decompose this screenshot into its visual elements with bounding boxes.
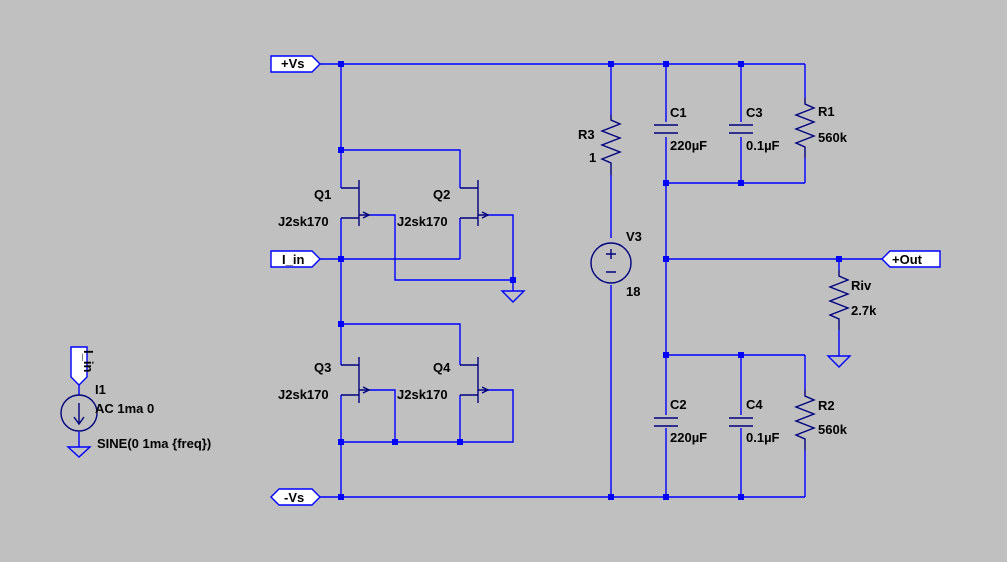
c1-name: C1 xyxy=(670,105,687,120)
q2-name: Q2 xyxy=(433,187,450,202)
q3-value: J2sk170 xyxy=(278,387,329,402)
v3-name: V3 xyxy=(626,229,642,244)
port-out[interactable]: +Out xyxy=(881,250,941,268)
r1-name: R1 xyxy=(818,104,835,119)
capacitor-c2[interactable]: C2 220µF xyxy=(654,397,707,445)
port-iin-src-label: I_in xyxy=(81,350,96,372)
q1-value: J2sk170 xyxy=(278,214,329,229)
c2-value: 220µF xyxy=(670,430,707,445)
ground-symbol-riv xyxy=(826,352,852,368)
jfet-q4[interactable]: Q4 J2sk170 xyxy=(397,357,490,403)
r1-value: 560k xyxy=(818,130,848,145)
q3-name: Q3 xyxy=(314,360,331,375)
r3-value: 1 xyxy=(589,150,596,165)
c4-value: 0.1µF xyxy=(746,430,780,445)
resistor-r3[interactable]: R3 1 xyxy=(578,115,622,175)
jfet-q2[interactable]: Q2 J2sk170 xyxy=(397,180,490,229)
port-vs-neg-label: -Vs xyxy=(284,490,304,505)
i1-name: I1 xyxy=(95,382,106,397)
port-vs-pos[interactable]: +Vs xyxy=(270,55,321,73)
wires xyxy=(78,63,882,498)
i1-value2: SINE(0 1ma {freq}) xyxy=(97,436,211,451)
q4-name: Q4 xyxy=(433,360,451,375)
r3-name: R3 xyxy=(578,127,595,142)
resistor-r1[interactable]: R1 560k xyxy=(794,98,848,158)
q1-name: Q1 xyxy=(314,187,331,202)
q4-value: J2sk170 xyxy=(397,387,448,402)
junctions xyxy=(338,61,842,500)
port-vs-neg[interactable]: -Vs xyxy=(270,488,321,506)
resistor-riv[interactable]: Riv 2.7k xyxy=(828,270,877,330)
i1-value: AC 1ma 0 xyxy=(95,401,154,416)
r2-value: 560k xyxy=(818,422,848,437)
port-vs-pos-label: +Vs xyxy=(281,56,305,71)
voltage-source-v3[interactable]: V3 18 xyxy=(590,229,642,299)
c3-name: C3 xyxy=(746,105,763,120)
c1-value: 220µF xyxy=(670,138,707,153)
resistor-r2[interactable]: R2 560k xyxy=(794,390,848,450)
c2-name: C2 xyxy=(670,397,687,412)
capacitor-c4[interactable]: C4 0.1µF xyxy=(729,397,780,445)
ground-symbol-i1 xyxy=(66,446,92,458)
riv-name: Riv xyxy=(851,278,872,293)
port-iin-src[interactable]: I_in xyxy=(70,346,96,386)
jfet-q1[interactable]: Q1 J2sk170 xyxy=(278,180,371,229)
port-iin[interactable]: I_in xyxy=(270,250,321,268)
c3-value: 0.1µF xyxy=(746,138,780,153)
v3-value: 18 xyxy=(626,284,640,299)
port-out-label: +Out xyxy=(892,252,923,267)
q2-value: J2sk170 xyxy=(397,214,448,229)
current-source-i1[interactable]: I1 AC 1ma 0 SINE(0 1ma {freq}) xyxy=(60,382,211,451)
riv-value: 2.7k xyxy=(851,303,877,318)
capacitor-c1[interactable]: C1 220µF xyxy=(654,105,707,153)
ground-symbol-q xyxy=(500,283,526,303)
jfet-q3[interactable]: Q3 J2sk170 xyxy=(278,357,371,403)
c4-name: C4 xyxy=(746,397,763,412)
port-iin-label: I_in xyxy=(282,252,304,267)
capacitor-c3[interactable]: C3 0.1µF xyxy=(729,105,780,153)
r2-name: R2 xyxy=(818,398,835,413)
